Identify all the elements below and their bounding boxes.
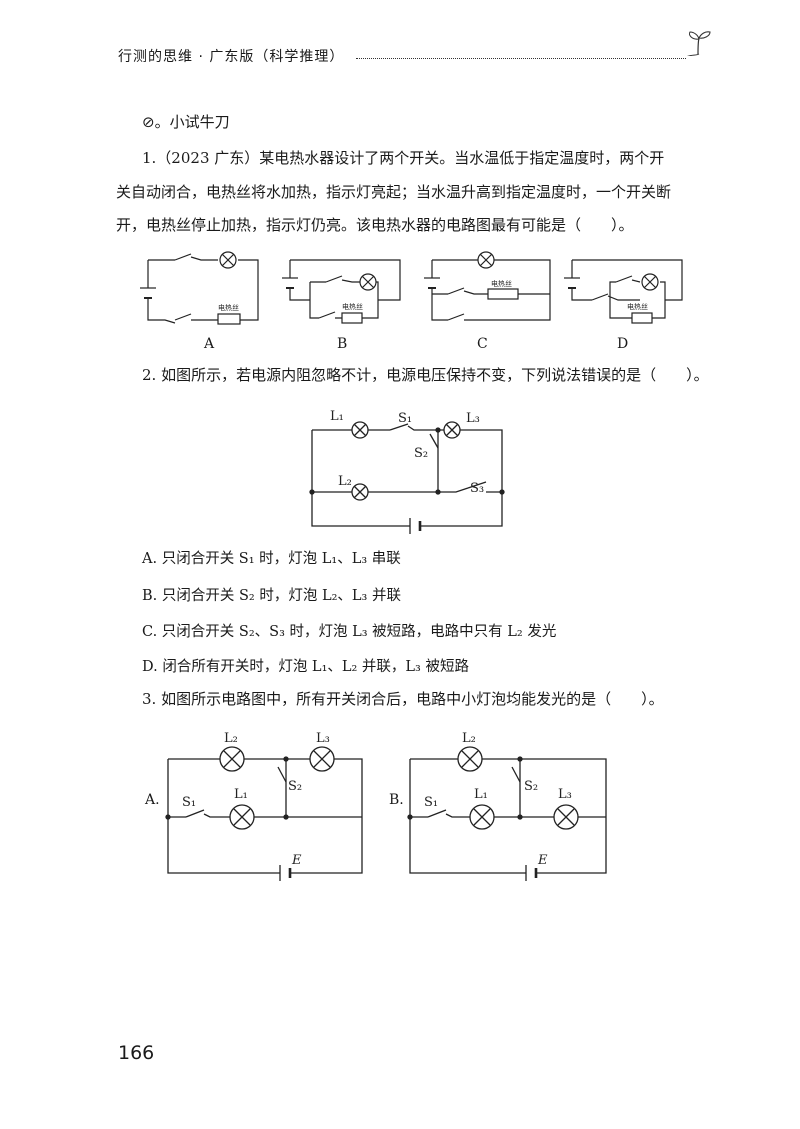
header-rule — [356, 58, 686, 59]
q1-line2: 关自动闭合，电热丝将水加热，指示灯亮起；当水温升高到指定温度时，一个开关断 — [116, 183, 672, 201]
q1-label-a: A — [204, 336, 215, 352]
q1-label-d: D — [617, 336, 629, 352]
svg-text:L₂: L₂ — [462, 731, 476, 746]
section-title-text: 小试牛刀 — [169, 113, 230, 131]
svg-text:L₃: L₃ — [558, 787, 572, 802]
svg-text:S₂: S₂ — [414, 446, 428, 461]
svg-text:S₃: S₃ — [470, 481, 484, 496]
sprout-icon — [686, 31, 711, 56]
svg-text:L₂: L₂ — [338, 474, 352, 489]
svg-text:E: E — [537, 853, 548, 868]
svg-text:L₁: L₁ — [330, 409, 344, 424]
svg-text:L₃: L₃ — [466, 411, 480, 426]
q2-stem: 2. 如图所示，若电源内阻忽略不计，电源电压保持不变，下列说法错误的是（ ）。 — [142, 366, 709, 384]
q3-label-a: A. — [145, 792, 160, 808]
svg-text:S₂: S₂ — [288, 779, 302, 794]
svg-text:E: E — [291, 853, 302, 868]
q1-line3: 开，电热丝停止加热，指示灯仍亮。该电热水器的电路图最有可能是（ ）。 — [116, 216, 634, 234]
q3-circuit-b: L₂ S₂ L₁ L₃ S₁ E — [407, 731, 607, 881]
q2-option-a: A. 只闭合开关 S₁ 时，灯泡 L₁、L₃ 串联 — [142, 551, 401, 567]
q3-stem: 3. 如图所示电路图中，所有开关闭合后，电路中小灯泡均能发光的是（ ）。 — [142, 690, 664, 708]
q2-option-c: C. 只闭合开关 S₂、S₃ 时，灯泡 L₃ 被短路，电路中只有 L₂ 发光 — [142, 624, 557, 640]
q1-circuit-d: 电热丝 — [564, 259, 683, 324]
q3-circuit-a: L₂ L₃ S₂ L₁ S₁ E — [165, 731, 363, 881]
svg-text:电热丝: 电热丝 — [627, 302, 648, 311]
svg-text:L₂: L₂ — [224, 731, 238, 746]
q2-circuit: L₁ S₁ L₃ S₂ L₂ S₃ — [309, 409, 505, 534]
q1-circuit-b: 电热丝 — [282, 259, 401, 324]
svg-text:S₁: S₁ — [424, 795, 438, 810]
q2-option-b: B. 只闭合开关 S₂ 时，灯泡 L₂、L₃ 并联 — [142, 588, 401, 604]
section-title: ⊘。小试牛刀 — [142, 111, 230, 132]
svg-text:电热丝: 电热丝 — [218, 303, 239, 312]
q1-label-b: B — [337, 336, 348, 352]
svg-text:S₁: S₁ — [182, 795, 196, 810]
q1-line1: 1.（2023 广东）某电热水器设计了两个开关。当水温低于指定温度时，两个开 — [142, 149, 665, 167]
section-icon: ⊘。 — [142, 113, 170, 131]
svg-text:L₃: L₃ — [316, 731, 330, 746]
svg-text:电热丝: 电热丝 — [342, 302, 363, 311]
svg-text:L₁: L₁ — [234, 787, 248, 802]
svg-text:L₁: L₁ — [474, 787, 488, 802]
q1-diagrams: 电热丝 电热丝 电热丝 电热丝 — [140, 251, 683, 325]
svg-text:电热丝: 电热丝 — [491, 279, 512, 288]
q2-option-d: D. 闭合所有开关时，灯泡 L₁、L₂ 并联，L₃ 被短路 — [142, 659, 469, 675]
svg-text:S₂: S₂ — [524, 779, 538, 794]
q1-label-c: C — [477, 336, 488, 352]
q3-label-b: B. — [389, 792, 404, 808]
page-number: 166 — [118, 1042, 155, 1064]
q1-circuit-c: 电热丝 — [424, 251, 551, 321]
q1-circuit-a: 电热丝 — [140, 251, 259, 325]
svg-text:S₁: S₁ — [398, 411, 412, 426]
running-header: 行测的思维 · 广东版（科学推理） — [118, 49, 345, 65]
